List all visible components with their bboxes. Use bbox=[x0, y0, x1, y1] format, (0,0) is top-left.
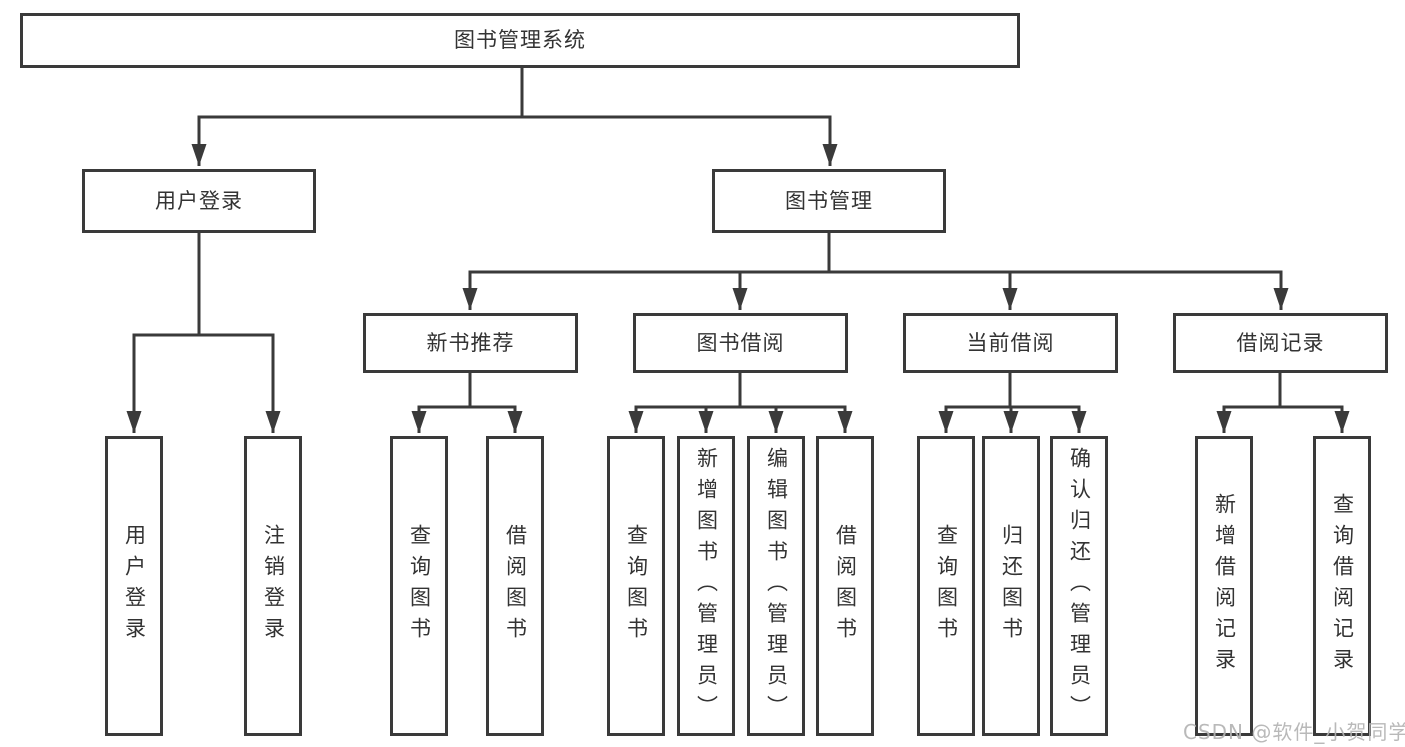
node-user-login-label: 用户登录 bbox=[155, 188, 243, 213]
leaf-query-borrow-record-label: 查询借阅记录 bbox=[1330, 493, 1355, 679]
leaf-add-book-admin: 新增图书（管理员） bbox=[677, 436, 735, 736]
leaf-query-books-current: 查询图书 bbox=[917, 436, 975, 736]
leaf-query-borrow-record: 查询借阅记录 bbox=[1313, 436, 1371, 736]
leaf-return-book: 归还图书 bbox=[982, 436, 1040, 736]
node-root: 图书管理系统 bbox=[20, 13, 1020, 68]
node-new-book-recommend-label: 新书推荐 bbox=[426, 330, 515, 355]
leaf-logout: 注销登录 bbox=[244, 436, 302, 736]
leaf-add-borrow-record: 新增借阅记录 bbox=[1195, 436, 1253, 736]
leaf-query-books-recommend: 查询图书 bbox=[390, 436, 448, 736]
leaf-query-books-current-label: 查询图书 bbox=[934, 524, 959, 648]
node-book-borrow-label: 图书借阅 bbox=[696, 330, 785, 355]
node-borrow-records: 借阅记录 bbox=[1173, 313, 1388, 373]
leaf-add-borrow-record-label: 新增借阅记录 bbox=[1212, 493, 1237, 679]
node-book-management: 图书管理 bbox=[712, 169, 946, 233]
node-user-login: 用户登录 bbox=[82, 169, 316, 233]
leaf-edit-book-admin-label: 编辑图书（管理员） bbox=[764, 446, 789, 726]
leaf-return-book-label: 归还图书 bbox=[999, 524, 1024, 648]
leaf-query-books-borrow: 查询图书 bbox=[607, 436, 665, 736]
node-borrow-records-label: 借阅记录 bbox=[1236, 330, 1325, 355]
node-book-management-label: 图书管理 bbox=[785, 188, 873, 213]
node-root-label: 图书管理系统 bbox=[454, 28, 586, 52]
leaf-borrow-books-recommend-label: 借阅图书 bbox=[503, 524, 528, 648]
leaf-edit-book-admin: 编辑图书（管理员） bbox=[747, 436, 805, 736]
leaf-add-book-admin-label: 新增图书（管理员） bbox=[694, 446, 719, 726]
watermark-text: CSDN @软件_小贺同学 bbox=[1183, 720, 1405, 744]
leaf-borrow-books-label: 借阅图书 bbox=[833, 524, 858, 648]
leaf-confirm-return-admin-label: 确认归还（管理员） bbox=[1067, 446, 1092, 726]
leaf-logout-label: 注销登录 bbox=[261, 524, 286, 648]
node-current-borrow: 当前借阅 bbox=[903, 313, 1118, 373]
leaf-confirm-return-admin: 确认归还（管理员） bbox=[1050, 436, 1108, 736]
node-current-borrow-label: 当前借阅 bbox=[966, 330, 1055, 355]
leaf-query-books-recommend-label: 查询图书 bbox=[407, 524, 432, 648]
leaf-user-login: 用户登录 bbox=[105, 436, 163, 736]
node-book-borrow: 图书借阅 bbox=[633, 313, 848, 373]
leaf-borrow-books: 借阅图书 bbox=[816, 436, 874, 736]
leaf-user-login-label: 用户登录 bbox=[122, 524, 147, 648]
leaf-borrow-books-recommend: 借阅图书 bbox=[486, 436, 544, 736]
leaf-query-books-borrow-label: 查询图书 bbox=[624, 524, 649, 648]
node-new-book-recommend: 新书推荐 bbox=[363, 313, 578, 373]
